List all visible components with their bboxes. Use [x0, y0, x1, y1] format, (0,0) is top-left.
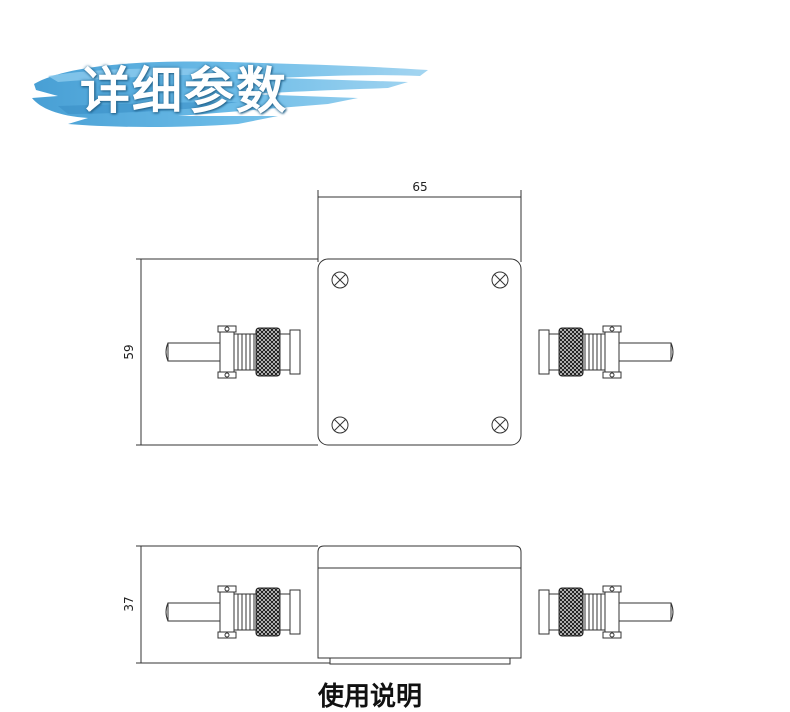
- enclosure-side-body: [317, 567, 522, 659]
- height-label: 59: [122, 344, 136, 359]
- screw-top-left: [331, 271, 349, 289]
- enclosure-top-body: [317, 258, 522, 446]
- side-height-label: 37: [122, 596, 136, 611]
- brush-stroke-background: [32, 61, 428, 127]
- left-connector-top-view: [165, 325, 301, 379]
- caption-title: 使用说明: [318, 682, 423, 712]
- enclosure-side-lid: [317, 545, 522, 569]
- section-banner: 详细参数: [28, 46, 438, 136]
- enclosure-side-base: [329, 657, 511, 665]
- screw-top-right: [491, 271, 509, 289]
- banner-title: 详细参数: [80, 62, 288, 120]
- screw-bottom-left: [331, 416, 349, 434]
- right-connector-top-view: [538, 325, 674, 379]
- screw-bottom-right: [491, 416, 509, 434]
- width-label: 65: [412, 180, 427, 194]
- left-connector-side-view: [165, 585, 301, 639]
- right-connector-side-view: [538, 585, 674, 639]
